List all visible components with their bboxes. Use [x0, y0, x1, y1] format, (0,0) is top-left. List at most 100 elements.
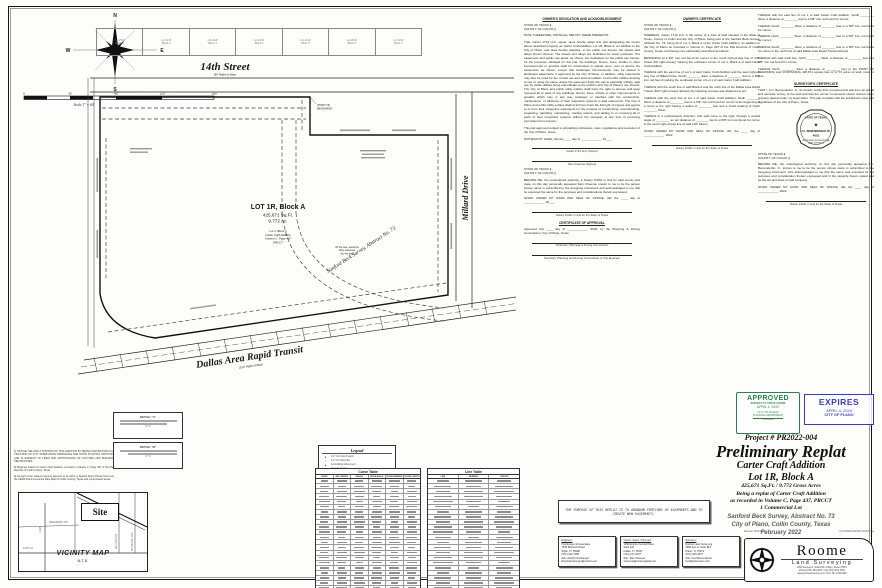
illegible-value	[372, 536, 381, 539]
table-cell	[351, 479, 369, 484]
illegible-value	[336, 526, 348, 528]
illegible-value	[406, 536, 418, 539]
table-cell	[459, 525, 490, 530]
table-cell	[404, 530, 421, 534]
legal-paragraph: That, Carter 1714 LLC, owner, does hereb…	[524, 40, 640, 124]
illegible-value	[389, 485, 399, 488]
detail-sketch	[119, 450, 177, 452]
area-line: 425,671 Sq.Ft. / 9.772 Gross Acres	[741, 483, 821, 490]
illegible-value	[354, 495, 364, 498]
table-cell	[334, 494, 351, 499]
table-cell	[369, 581, 386, 586]
illegible-value	[319, 505, 329, 508]
table-cell	[369, 530, 386, 535]
detail-b-title: DETAIL "B"	[139, 444, 157, 449]
illegible-value	[494, 551, 515, 554]
table-cell	[428, 560, 459, 565]
logo-phone: Phone (972) 423-4372 / Fax (972) 423-752…	[799, 569, 845, 572]
contact-line: Attn: Randy Heimberger	[561, 556, 589, 560]
table-cell	[369, 504, 386, 509]
table-cell	[459, 489, 490, 494]
legend-item: ●1/2" Iron Rod Found	[322, 455, 392, 459]
illegible-value	[355, 561, 363, 564]
legend-item: ○1/2" Iron Rod Set	[322, 459, 392, 463]
table-row	[316, 535, 420, 541]
legal-heading: OWNER'S CERTIFICATE	[682, 17, 722, 21]
table-cell	[404, 520, 421, 524]
adjacent-lot-name: Lot 25-R	[114, 38, 125, 42]
table-cell	[428, 509, 459, 514]
contact-role: Surveyor:	[685, 539, 697, 542]
table-cell	[334, 514, 351, 519]
legend-symbol: ○	[324, 458, 327, 463]
dimension-annotations	[96, 91, 453, 310]
table-cell	[404, 576, 421, 580]
table-cell	[369, 550, 386, 555]
table-cell	[428, 545, 459, 550]
illegible-value	[320, 511, 328, 513]
legal-heading: OWNER'S DEDICATION AND ACKNOWLEDGMENT	[542, 17, 622, 21]
illegible-value	[408, 577, 416, 579]
illegible-value	[337, 516, 346, 518]
table-cell	[428, 535, 459, 540]
illegible-value	[407, 521, 417, 523]
illegible-value	[388, 541, 400, 544]
table-cell	[459, 540, 490, 545]
table-cell	[351, 565, 369, 570]
table-cell	[316, 489, 334, 494]
illegible-value	[389, 546, 399, 549]
illegible-value	[372, 490, 382, 493]
svg-text:LOT 1R, Block A: LOT 1R, Block A	[251, 204, 306, 211]
table-cell	[459, 504, 490, 509]
table-cell	[404, 540, 421, 544]
table-cell	[489, 581, 519, 585]
table-row	[316, 530, 421, 536]
illegible-value	[435, 490, 450, 493]
table-cell	[404, 500, 421, 504]
table-title: Curve Table	[316, 469, 420, 475]
table-cell	[334, 565, 351, 570]
illegible-value	[435, 567, 451, 569]
table-cell	[428, 540, 459, 545]
table-cell	[489, 479, 519, 483]
table-cell	[316, 540, 334, 545]
table-row	[316, 484, 420, 490]
table-row	[428, 519, 519, 526]
adjacent-lot-name: Lot 21-R	[300, 38, 311, 42]
firelane-label: 24' fire lane, access & utility easement…	[335, 246, 359, 255]
table-cell	[386, 560, 404, 565]
illegible-value	[320, 521, 329, 523]
table-cell	[404, 566, 421, 570]
legal-paragraph: THENCE North ________ East, a distance o…	[758, 66, 874, 79]
table-cell	[386, 545, 404, 550]
contact-line: 2000 Ave G, Suite 810	[685, 546, 711, 550]
logo-web: www.roomesurveying.com / Firm No. 100131…	[797, 573, 847, 576]
table-title: Line Table	[428, 469, 519, 475]
table-row	[316, 504, 420, 510]
table-cell	[428, 525, 459, 530]
contact-line: Plano, Tx 75074	[685, 549, 705, 553]
approved-stamp-date: APRIL 4, 2022	[757, 405, 779, 409]
table-cell	[489, 494, 519, 498]
illegible-value	[407, 526, 416, 528]
illegible-value	[389, 516, 399, 518]
illegible-value	[320, 551, 329, 554]
illegible-value	[371, 516, 383, 518]
table-cell	[459, 479, 490, 484]
site-label: Site	[92, 507, 108, 517]
table-row	[428, 525, 519, 531]
table-row	[316, 545, 420, 551]
table-cell	[404, 571, 421, 575]
table-cell	[334, 479, 351, 484]
illegible-value	[354, 567, 364, 569]
lot-boundary	[99, 96, 449, 339]
table-cell	[459, 550, 490, 555]
table-header-cell: ARC LENGTH	[334, 475, 351, 479]
compass-w: W	[66, 48, 71, 54]
table-cell	[459, 565, 490, 570]
illegible-value	[390, 500, 399, 503]
illegible-value	[432, 561, 453, 564]
illegible-value	[436, 572, 449, 574]
illegible-value	[407, 511, 417, 513]
